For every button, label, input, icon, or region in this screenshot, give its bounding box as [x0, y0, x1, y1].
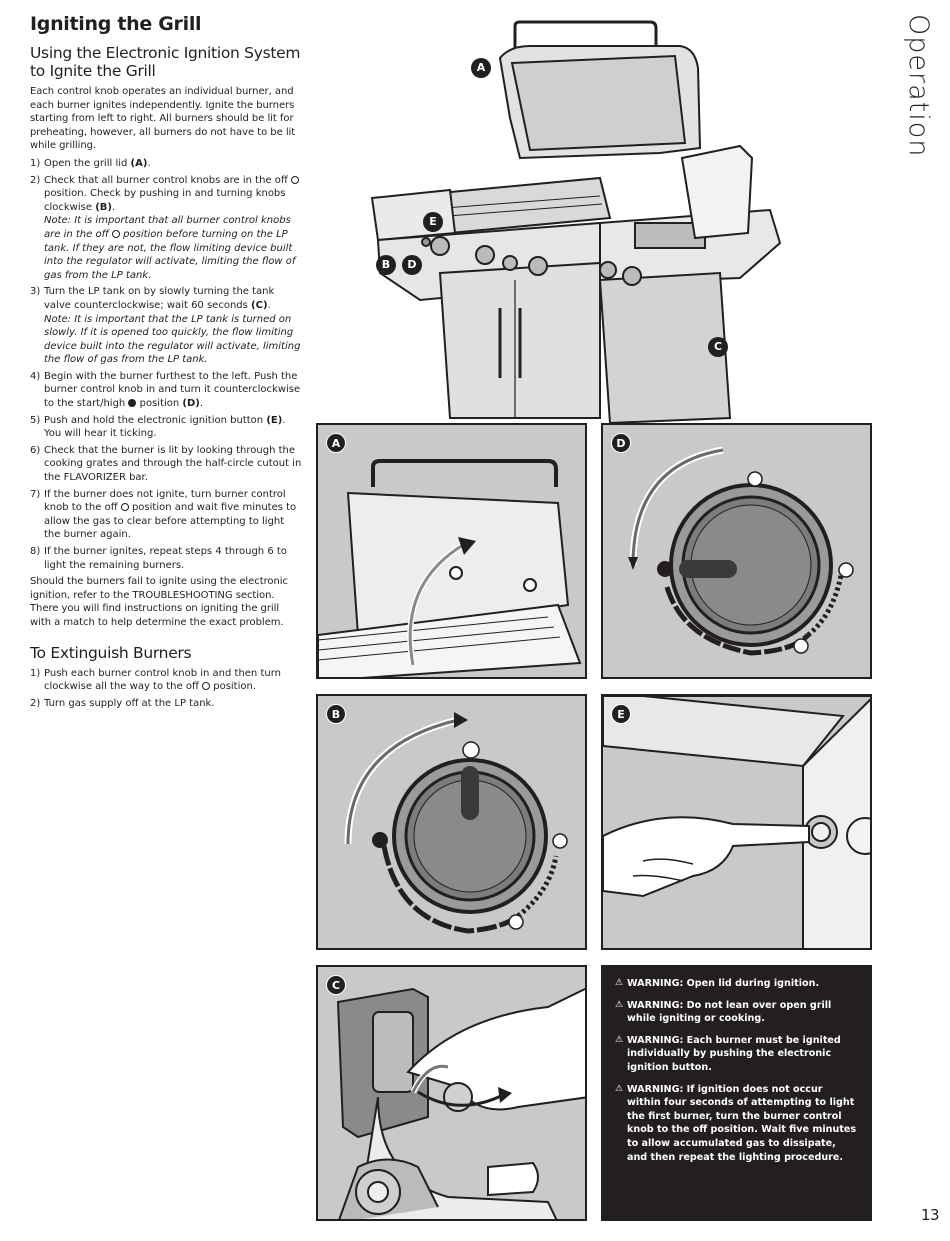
open-lid-illustration [318, 459, 582, 677]
extinguish-heading: To Extinguish Burners [30, 643, 192, 662]
panel-a-open-lid: A [316, 423, 587, 679]
callout-b: B [376, 255, 396, 275]
tank-valve-illustration [336, 987, 585, 1219]
side-tab-label: Operation [903, 14, 934, 157]
panel-a-label: A [326, 433, 346, 453]
extinguish-step-2: 2) Turn gas supply off at the LP tank. [30, 697, 215, 709]
panel-e-label: E [611, 704, 631, 724]
panel-e-ignition-button: E [601, 694, 872, 950]
warning-triangle-icon: ⚠ [615, 1034, 624, 1045]
step-3: 3) Turn the LP tank on by slowly turning… [30, 286, 301, 366]
warning-item: ⚠ WARNING: Each burner must be ignited i… [615, 1034, 841, 1073]
ignition-heading: Using the Electronic Ignition System to … [30, 44, 301, 80]
warning-item: ⚠ WARNING: Open lid during ignition. [615, 978, 820, 989]
step-7: 7) If the burner does not ignite, turn b… [30, 488, 297, 541]
step-2: 2) Check that all burner control knobs a… [30, 174, 302, 283]
ignition-outro: Should the burners fail to ignite using … [30, 576, 288, 628]
warning-triangle-icon: ⚠ [615, 999, 624, 1010]
ignition-button-illustration [603, 696, 870, 948]
step-5: 5) Push and hold the electronic ignition… [30, 414, 286, 440]
page-number: 13 [921, 1206, 940, 1224]
step-4: 4) Begin with the burner furthest to the… [30, 370, 301, 410]
step-3-note: Note: It is important that the LP tank i… [44, 313, 301, 366]
panel-d-label: D [611, 433, 631, 453]
warning-triangle-icon: ⚠ [615, 978, 624, 988]
page-title: Igniting the Grill [30, 13, 202, 35]
callout-e: E [423, 212, 443, 232]
step-2-note: Note: It is important that all burner co… [44, 215, 296, 281]
knob-start-high-illustration [628, 446, 854, 656]
warning-item: ⚠ WARNING: If ignition does not occur wi… [615, 1083, 857, 1163]
extinguish-step-1: 1) Push each burner control knob in and … [30, 667, 281, 693]
knob-off-illustration [344, 712, 568, 934]
step-8: 8) If the burner ignites, repeat steps 4… [30, 546, 287, 571]
grill-illustration [370, 20, 782, 425]
step-6: 6) Check that the burner is lit by looki… [30, 444, 302, 484]
panel-c-tank-valve: C [316, 965, 587, 1221]
side-tab: Operation [903, 14, 934, 157]
step-1: 1) Open the grill lid (A). [30, 157, 151, 169]
callout-a: A [471, 58, 491, 78]
panel-d-start-high: D [601, 423, 872, 679]
warning-box: ⚠ WARNING: Open lid during ignition. ⚠ W… [601, 965, 872, 1221]
off-circle-icon [290, 175, 299, 184]
off-circle-icon [111, 229, 120, 238]
off-circle-icon [202, 682, 211, 691]
callout-d: D [402, 255, 422, 275]
panel-b-off-position: B [316, 694, 587, 950]
off-circle-icon [120, 503, 129, 512]
warning-item: ⚠ WARNING: Do not lean over open grill w… [615, 999, 832, 1025]
text-column: Igniting the Grill Using the Electronic … [30, 12, 302, 713]
panel-b-label: B [326, 704, 346, 724]
panel-c-label: C [326, 975, 346, 995]
ignition-intro: Each control knob operates an individual… [30, 86, 296, 152]
start-high-icon [128, 399, 137, 408]
ignition-steps: 1) Open the grill lid (A). 2) Check that… [30, 157, 302, 572]
callout-c: C [708, 337, 728, 357]
warning-triangle-icon: ⚠ [615, 1083, 624, 1094]
